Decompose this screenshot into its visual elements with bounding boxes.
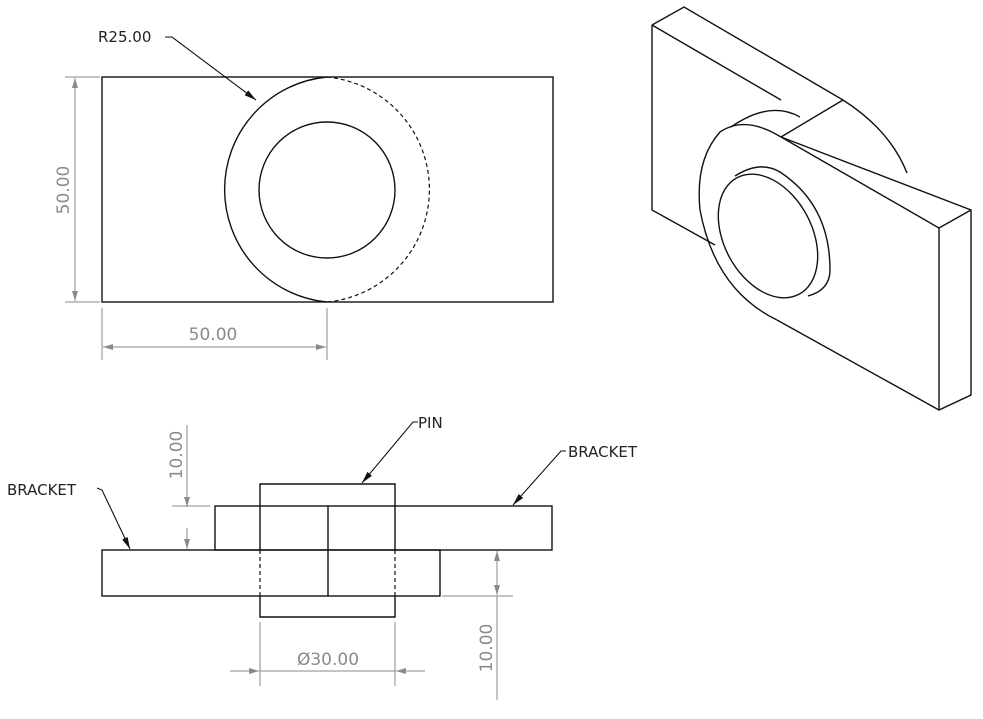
pin-circle xyxy=(258,121,396,259)
width-dimension: 50.00 xyxy=(189,325,238,345)
pin-top xyxy=(259,483,396,550)
isometric-view xyxy=(651,6,972,412)
upper-bracket xyxy=(214,505,553,551)
radius-label: R25.00 xyxy=(98,28,151,46)
pin-label: PIN xyxy=(418,414,443,432)
bracket-right-leader xyxy=(512,450,566,506)
right-thickness-dimension: 10.00 xyxy=(477,624,497,673)
lower-bracket xyxy=(101,549,441,597)
hidden-boss-outline xyxy=(326,76,430,303)
top-view: 50.00 50.00 R25.00 xyxy=(54,28,554,360)
bracket-right-label: BRACKET xyxy=(568,443,638,461)
bracket-outline xyxy=(101,76,554,303)
boss-ellipse xyxy=(698,123,782,321)
bracket-left-label: BRACKET xyxy=(7,481,77,499)
radius-leader xyxy=(165,36,257,101)
diameter-dimension: Ø30.00 xyxy=(297,650,359,670)
side-view: 10.00 10.00 Ø30.00 PIN BRACKET BRACKET xyxy=(7,414,638,700)
pin-face-ellipse xyxy=(717,173,819,299)
pin-leader xyxy=(361,421,418,484)
left-thickness-dimension: 10.00 xyxy=(167,431,187,480)
boss-outline xyxy=(223,76,328,303)
pin-bottom xyxy=(259,596,396,618)
height-dimension: 50.00 xyxy=(54,166,74,215)
bracket-left-leader xyxy=(96,487,131,550)
